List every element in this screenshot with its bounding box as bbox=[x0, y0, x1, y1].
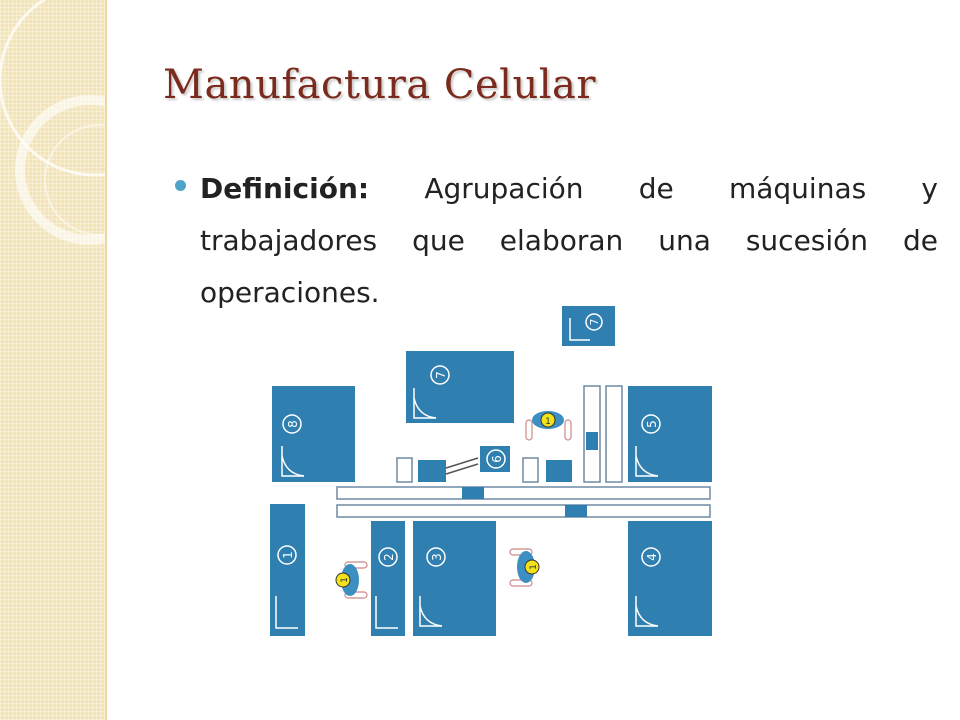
machine-7-large: 7 bbox=[406, 351, 514, 423]
machine-8-label: 8 bbox=[286, 420, 300, 428]
cell-layout-diagram: 8 7 7 5 6 1 bbox=[270, 306, 712, 636]
worker-right-label: 1 bbox=[529, 564, 539, 570]
small-machine bbox=[546, 460, 572, 482]
definition-term: Definición: bbox=[200, 172, 370, 205]
machine-8: 8 bbox=[272, 386, 355, 482]
slide-title: Manufactura Celular bbox=[163, 62, 596, 108]
machine-7-small: 7 bbox=[562, 306, 615, 346]
worker-left: 1 bbox=[335, 561, 368, 599]
bullet-icon bbox=[175, 180, 186, 191]
machine-6-label: 6 bbox=[490, 455, 504, 463]
small-machine bbox=[418, 460, 446, 482]
machine-7-large-label: 7 bbox=[434, 371, 448, 379]
conveyor-upper bbox=[336, 486, 711, 500]
machine-1-label: 1 bbox=[281, 551, 295, 559]
link-lines bbox=[445, 457, 479, 475]
machine-3: 3 bbox=[413, 521, 496, 636]
conveyor-lower bbox=[336, 504, 711, 518]
definition-paragraph: Definición: Agrupación de máquinas y tra… bbox=[200, 163, 938, 319]
machine-6: 6 bbox=[480, 446, 510, 472]
machine-1: 1 bbox=[270, 504, 305, 636]
definition-text: Agrupación de máquinas y trabajadores qu… bbox=[200, 172, 938, 309]
small-station bbox=[396, 457, 413, 483]
sidebar-circles-ornament bbox=[0, 0, 105, 245]
conveyor-transfer-block bbox=[565, 505, 587, 517]
decorative-sidebar bbox=[0, 0, 107, 720]
machine-4-label: 4 bbox=[645, 553, 659, 561]
column-right bbox=[605, 385, 623, 483]
machine-7-small-label: 7 bbox=[588, 319, 601, 326]
worker-left-label: 1 bbox=[340, 577, 350, 583]
machine-5-label: 5 bbox=[645, 420, 659, 428]
worker-right: 1 bbox=[509, 548, 540, 587]
small-station bbox=[522, 457, 539, 483]
worker-top-label: 1 bbox=[545, 417, 551, 427]
conveyor-transfer-block bbox=[462, 487, 484, 499]
machine-3-label: 3 bbox=[430, 553, 444, 561]
machine-2: 2 bbox=[371, 521, 405, 636]
machine-2-label: 2 bbox=[382, 553, 396, 561]
machine-5: 5 bbox=[628, 386, 712, 482]
column-insert bbox=[586, 432, 598, 450]
machine-4: 4 bbox=[628, 521, 712, 636]
worker-top: 1 bbox=[525, 411, 572, 441]
